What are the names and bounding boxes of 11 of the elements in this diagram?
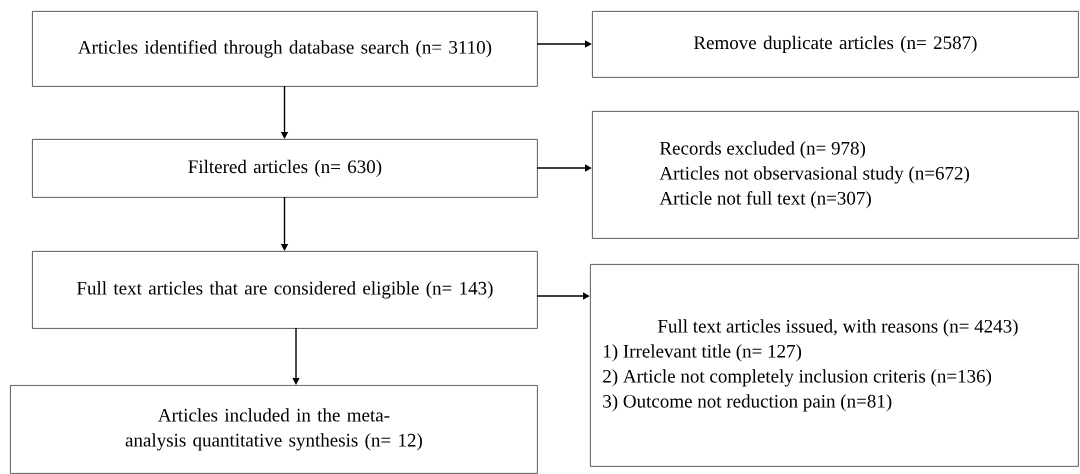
process-box: Records excluded (n= 978) Articles not observasional study (n=672) Article not full text (n=307) [592,111,1079,239]
process-box: Articles included in the meta-analysis quantitative synthesis (n= 12) [10,385,538,474]
process-box: Articles identified through database search (n= 3110) [32,11,538,87]
process-box: Remove duplicate articles (n= 2587) [592,11,1079,78]
process-box: Full text articles issued, with reasons (n= 4243) 1) Irrelevant title (n= 127) 2) Article not completely inclusion criteris (n=136) 3) Outcome not reduction pain (n=81) [590,264,1079,467]
arrow [536,40,592,48]
process-box: Filtered articles (n= 630) [32,139,538,198]
arrow [536,292,590,300]
process-box: Full text articles that are considered eligible (n= 143) [32,251,538,329]
arrow [292,327,300,385]
arrow [536,164,592,172]
